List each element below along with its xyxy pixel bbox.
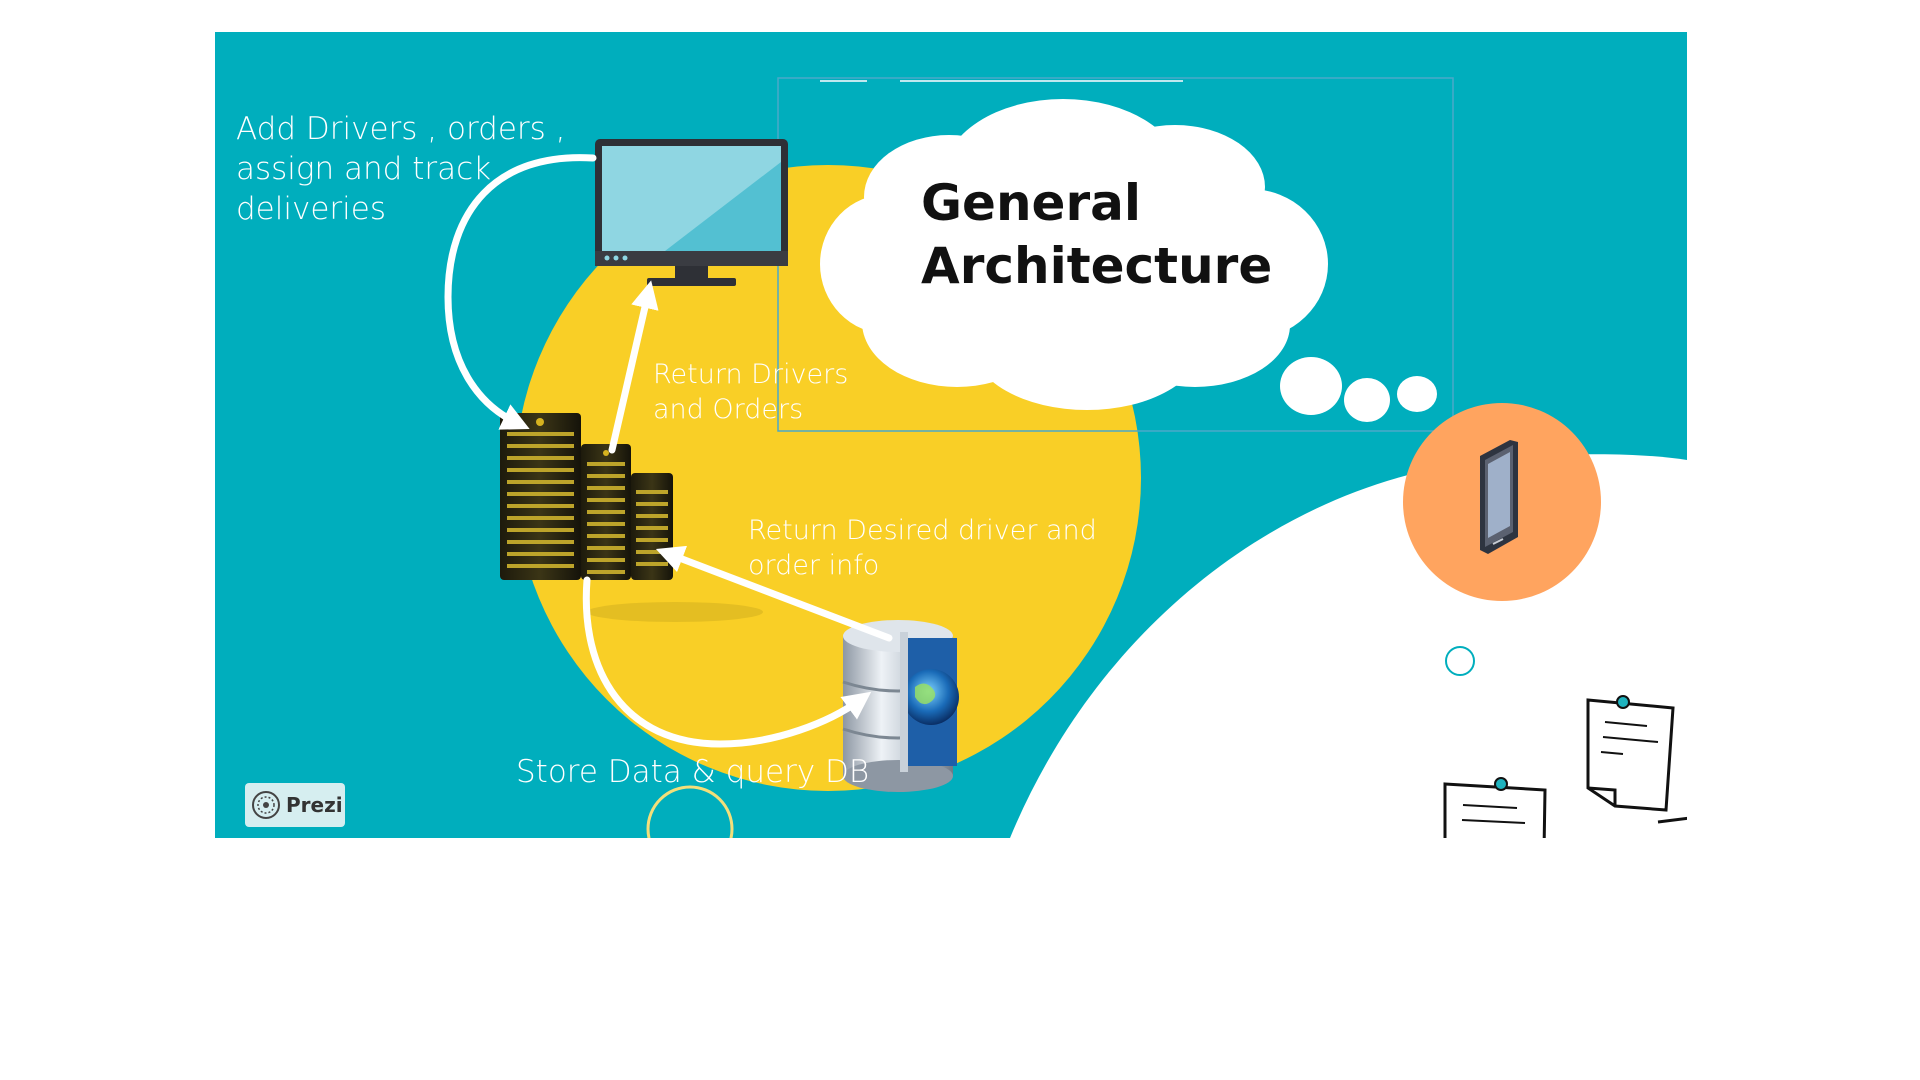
sticky-note-icon xyxy=(1586,695,1675,812)
caption-return-desired-driver: Return Desired driver and order info xyxy=(748,515,1097,581)
smartphone-icon xyxy=(1480,440,1518,554)
caption-store-data: Store Data & query DB xyxy=(516,754,870,790)
arrow-return-desired xyxy=(655,545,893,642)
caption-return-drivers-orders: Return Drivers and Orders xyxy=(653,359,849,425)
arrow-store-data xyxy=(582,576,872,748)
arrow-return-drivers xyxy=(608,280,659,454)
decor-ring-small xyxy=(1445,646,1475,676)
prezi-label: Prezi xyxy=(286,793,343,817)
architecture-diagram xyxy=(444,77,1687,838)
caption-add-drivers: Add Drivers , orders , assign and track … xyxy=(236,111,566,227)
decor-ring-bottom xyxy=(646,785,734,838)
prezi-badge[interactable]: Prezi xyxy=(245,783,345,827)
desktop-monitor-icon xyxy=(595,139,788,286)
thought-cloud xyxy=(820,99,1437,422)
sticky-note-icon xyxy=(1443,777,1687,838)
server-rack-icon xyxy=(500,413,763,622)
prezi-logo-icon xyxy=(252,791,280,819)
slide-title: General Architecture xyxy=(921,174,1273,295)
arrow-add-drivers xyxy=(444,154,597,430)
slide-canvas: Add Drivers , orders , assign and track … xyxy=(215,32,1687,838)
flow-arrows xyxy=(444,154,893,748)
